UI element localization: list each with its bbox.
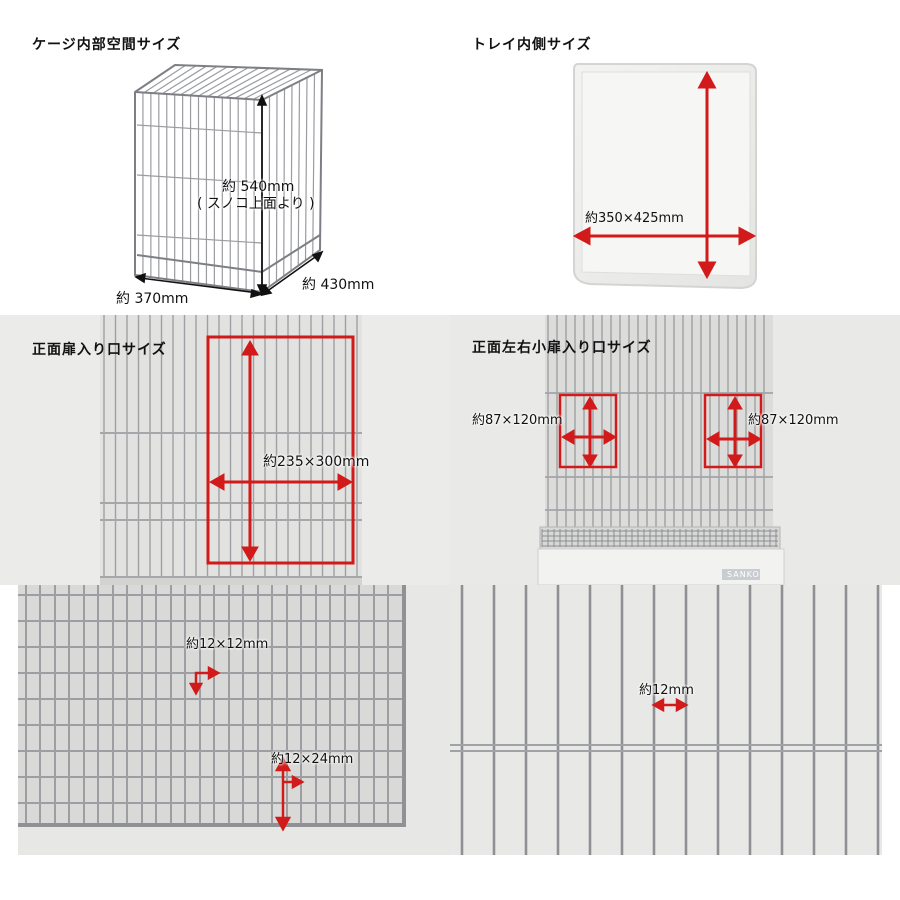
- bars-illustration: [450, 585, 882, 855]
- cage-space-title: ケージ内部空間サイズ: [32, 37, 182, 53]
- front-door-title: 正面扉入り口サイズ: [32, 342, 167, 358]
- side-doors-panel: 正面左右小扉入り口サイズ 約87×120mm 約87×120mm SANKO: [450, 315, 900, 585]
- side-doors-illustration: [450, 315, 900, 585]
- tray-size-label: 約350×425mm: [585, 211, 684, 226]
- right-door-size-label: 約87×120mm: [748, 413, 839, 428]
- mesh-small-size-label: 約12×12mm: [186, 637, 269, 652]
- mesh-illustration: [18, 585, 450, 855]
- left-door-size-label: 約87×120mm: [472, 413, 563, 428]
- bars-panel: 約12mm: [450, 585, 882, 855]
- cage-space-panel: ケージ内部空間サイズ 約 540mm ( スノコ上面より ) 約 370mm 約…: [0, 0, 450, 315]
- front-door-panel: 正面扉入り口サイズ 約235×300mm: [0, 315, 450, 585]
- tray-illustration: [572, 63, 757, 290]
- tray-title: トレイ内側サイズ: [472, 37, 592, 53]
- mesh-panel: 約12×12mm 約12×24mm: [18, 585, 450, 855]
- cage-width-label: 約 370mm: [116, 291, 189, 307]
- bar-spacing-label: 約12mm: [639, 683, 694, 698]
- cage-height-note: ( スノコ上面より ): [197, 196, 315, 212]
- front-door-illustration: [0, 315, 450, 585]
- tray-brand-label: SANKO: [727, 570, 760, 579]
- cage-illustration: [134, 63, 324, 299]
- cage-height-label: 約 540mm: [222, 179, 295, 195]
- cage-depth-label: 約 430mm: [302, 277, 375, 293]
- side-doors-title: 正面左右小扉入り口サイズ: [472, 340, 652, 356]
- tray-panel: トレイ内側サイズ 約350×425mm: [450, 0, 900, 315]
- front-door-size-label: 約235×300mm: [263, 454, 370, 470]
- mesh-large-size-label: 約12×24mm: [271, 752, 354, 767]
